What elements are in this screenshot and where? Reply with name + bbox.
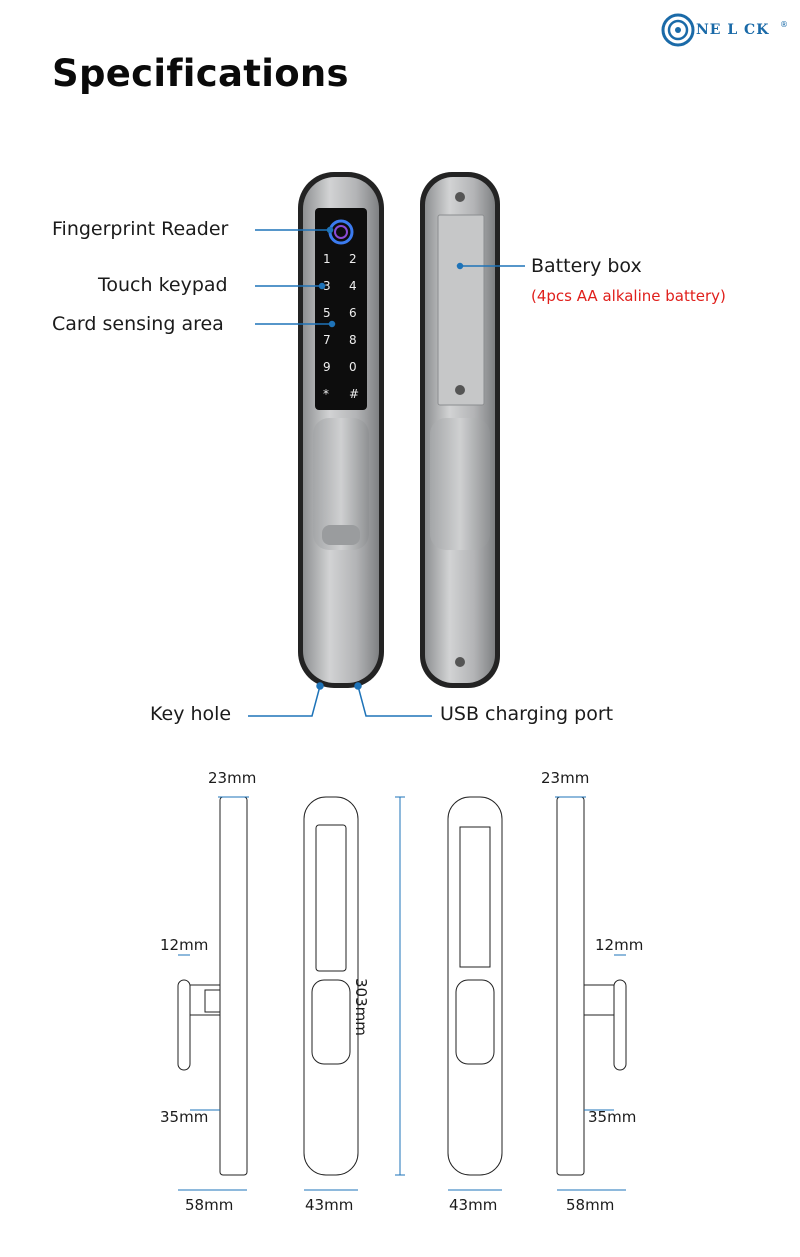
screw-icon [455, 385, 465, 395]
front-lock [298, 172, 384, 688]
dimension-drawings [177, 796, 627, 1176]
label-card-sensing-area: Card sensing area [52, 313, 224, 335]
key-2: 2 [349, 252, 357, 266]
dimension-lines [178, 796, 626, 1191]
dim-right-depth: 23mm [541, 769, 590, 787]
key-hash: # [349, 387, 360, 401]
key-1: 1 [323, 252, 331, 266]
screw-icon [455, 192, 465, 202]
front-handle [313, 418, 369, 550]
dim-right-lower: 35mm [588, 1108, 637, 1126]
registered-mark: ® [780, 20, 788, 29]
dim-left-side-width: 58mm [185, 1196, 234, 1214]
label-key-hole: Key hole [150, 703, 232, 725]
logo-mark-icon [661, 13, 695, 47]
key-6: 6 [349, 306, 357, 320]
keypad-panel [315, 208, 367, 410]
dim-left-lower: 35mm [160, 1108, 209, 1126]
key-3: 3 [323, 279, 331, 293]
dim-right-handle-gap: 12mm [595, 936, 644, 954]
key-5: 5 [323, 306, 331, 320]
dim-front-width: 43mm [305, 1196, 354, 1214]
dim-back-width: 43mm [449, 1196, 498, 1214]
dim-left-depth: 23mm [208, 769, 257, 787]
dim-right-side-width: 58mm [566, 1196, 615, 1214]
brand-logo: NE L CK ® [660, 12, 790, 48]
battery-cover [437, 214, 485, 406]
key-4: 4 [349, 279, 357, 293]
back-lock [420, 172, 500, 688]
key-0: 0 [349, 360, 357, 374]
key-8: 8 [349, 333, 357, 347]
label-touch-keypad: Touch keypad [98, 274, 228, 296]
key-9: 9 [323, 360, 331, 374]
page-title: Specifications [52, 52, 349, 95]
label-battery-box: Battery box [531, 255, 642, 277]
label-battery-note: (4pcs AA alkaline battery) [531, 287, 726, 305]
key-7: 7 [323, 333, 331, 347]
dim-left-handle-gap: 12mm [160, 936, 209, 954]
logo-text: NE L CK [696, 22, 770, 38]
screw-icon [455, 657, 465, 667]
dim-height: 303mm [352, 978, 370, 1036]
back-handle [430, 418, 490, 550]
label-usb-charging-port: USB charging port [440, 703, 614, 725]
label-fingerprint-reader: Fingerprint Reader [52, 218, 229, 240]
key-star: * [323, 387, 329, 401]
